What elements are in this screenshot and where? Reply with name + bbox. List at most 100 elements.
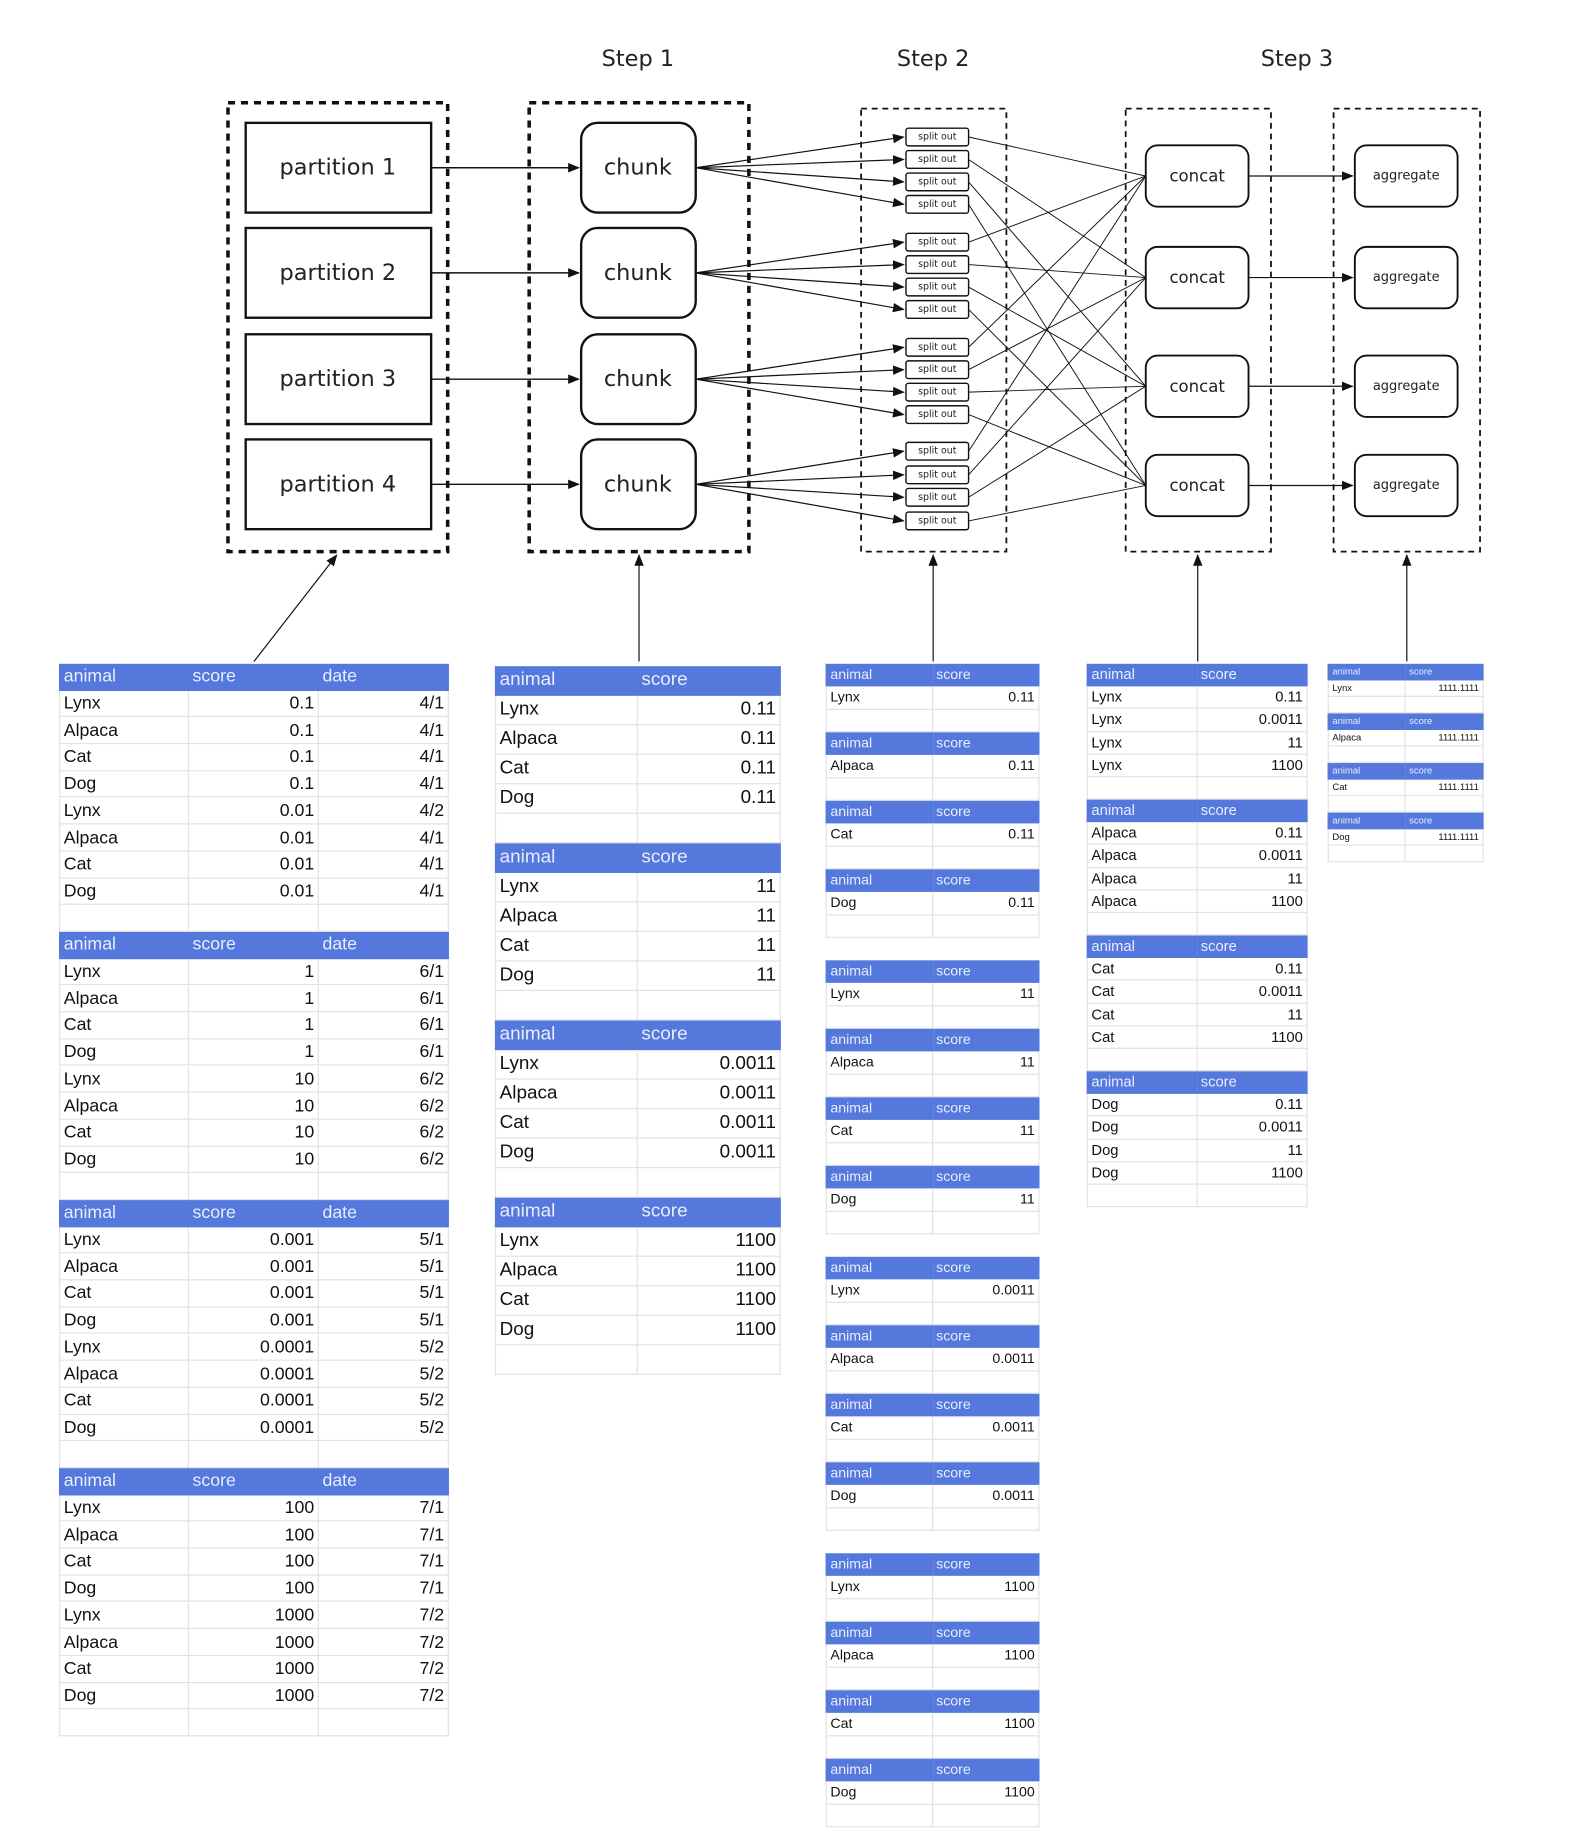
- column-header-animal: animal: [825, 960, 933, 984]
- table-cell-date: 4/1: [318, 824, 449, 852]
- table-cell-date: 4/1: [318, 717, 449, 745]
- table-cell-animal: Lynx: [59, 958, 189, 986]
- table-cell-score: 1100: [932, 1576, 1040, 1599]
- table-cell-animal: Cat: [59, 1655, 189, 1683]
- table-cell-animal: Cat: [494, 1286, 638, 1316]
- table-cell-animal: Lynx: [59, 797, 189, 825]
- chunk-to-split-arrow: [695, 133, 905, 169]
- column-header-animal: animal: [825, 1256, 933, 1280]
- table-cell-score: 0.1: [188, 690, 319, 718]
- column-header-animal: animal: [825, 1165, 933, 1189]
- table-cell-animal: Cat: [494, 1109, 638, 1139]
- chunk-to-split-arrow: [695, 239, 905, 274]
- table-cell-score: [188, 1441, 319, 1469]
- table-cell-animal: Dog: [59, 1146, 189, 1174]
- table-cell-animal: Cat: [494, 754, 638, 785]
- step2-split-group: [860, 107, 1008, 553]
- chunk-label: chunk: [604, 366, 672, 392]
- table-cell-score: 1100: [1197, 1162, 1308, 1185]
- table-cell-score: 1100: [637, 1315, 781, 1346]
- column-header-score: score: [1405, 713, 1484, 730]
- table-row: [825, 1005, 1040, 1029]
- table-cell-animal: Dog: [1086, 1139, 1198, 1163]
- table-cell-date: [318, 905, 449, 932]
- chunk-to-split-arrow: [695, 272, 905, 292]
- table-cell-score: 1100: [1197, 890, 1308, 914]
- table-cell-date: 6/2: [318, 1092, 449, 1120]
- table-cell-score: [1405, 696, 1484, 714]
- table-row: [825, 777, 1040, 801]
- split-to-concat-line: [968, 485, 1146, 522]
- split-out-label: split out: [918, 515, 957, 526]
- table-cell-animal: Dog: [825, 1188, 933, 1212]
- table-cell-animal: Cat: [825, 1713, 933, 1736]
- table-cell-score: [1405, 796, 1484, 813]
- table-cell-score: 11: [637, 872, 781, 903]
- column-header-score: score: [932, 1165, 1040, 1189]
- table-cell-score: [932, 709, 1040, 733]
- table-cell-date: 7/1: [318, 1548, 449, 1576]
- table-cell-score: [932, 1804, 1040, 1828]
- table-cell-score: 11: [637, 961, 781, 992]
- table-row: [1086, 1048, 1308, 1072]
- split-out-label: split out: [918, 176, 957, 187]
- table-cell-animal: Dog: [1086, 1116, 1198, 1140]
- split-out-node: [905, 511, 970, 531]
- split-to-concat-line: [968, 181, 1147, 387]
- table-cell-date: [318, 1441, 449, 1469]
- table-cell-animal: [1086, 913, 1198, 936]
- table-cell-score: 1100: [637, 1227, 781, 1257]
- table-row: [1086, 1184, 1308, 1208]
- split-out-label: split out: [918, 259, 957, 270]
- table-cell-score: [1405, 746, 1484, 764]
- table-row: [1086, 913, 1308, 936]
- table-cell-score: [932, 1735, 1040, 1759]
- table-cell-score: 0.11: [637, 725, 781, 755]
- column-header-score: score: [932, 1462, 1040, 1486]
- table-cell-score: [188, 1173, 319, 1201]
- table-cell-score: 0.11: [932, 892, 1040, 915]
- split-out-label: split out: [918, 132, 957, 143]
- table-cell-score: [1405, 845, 1484, 863]
- split-out-label: split out: [918, 304, 957, 315]
- table-cell-animal: Alpaca: [825, 755, 933, 778]
- table-cell-animal: Dog: [494, 1138, 638, 1169]
- column-header-score: score: [1405, 812, 1484, 830]
- partition-node: [244, 333, 433, 426]
- table-to-stage-arrow: [253, 554, 338, 662]
- table-row: [494, 813, 781, 844]
- column-header-animal: animal: [1327, 763, 1406, 780]
- table-cell-animal: Alpaca: [59, 1629, 189, 1656]
- table-cell-score: 0.0011: [932, 1348, 1040, 1371]
- table-cell-score: 100: [188, 1575, 319, 1603]
- table-cell-animal: Dog: [494, 961, 638, 992]
- table-row: [825, 1507, 1040, 1531]
- column-header-animal: animal: [59, 1200, 189, 1227]
- column-header-animal: animal: [494, 1020, 638, 1051]
- table-cell-date: 5/1: [318, 1280, 449, 1308]
- table-cell-score: 10: [188, 1092, 319, 1120]
